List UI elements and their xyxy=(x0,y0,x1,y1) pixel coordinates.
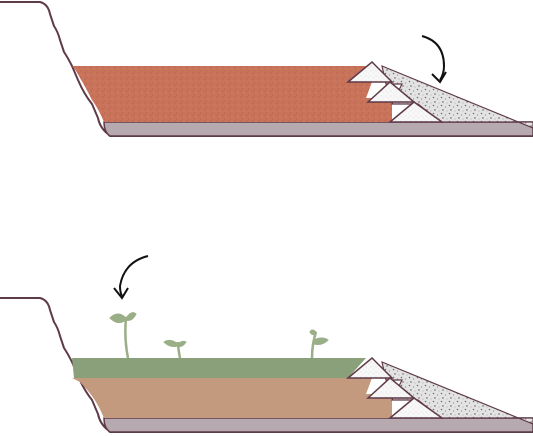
dam-step-3-bottom xyxy=(387,397,445,419)
dam-step-1 xyxy=(345,60,394,83)
dam-step-2-bottom xyxy=(366,377,417,399)
restored-soil-layer xyxy=(72,378,392,418)
cliff-outline-bottom xyxy=(0,297,533,433)
exposed-soil-layer xyxy=(72,66,392,122)
curved-arrow-icon xyxy=(421,35,447,84)
sprout-icon xyxy=(163,339,187,359)
bedrock-layer-bottom xyxy=(103,417,533,433)
bedrock-layer xyxy=(103,121,533,137)
sprout-icon xyxy=(109,312,137,359)
sprout-icon xyxy=(309,329,329,359)
cliff-outline xyxy=(0,1,533,137)
dam-step-3 xyxy=(387,101,445,123)
vegetation-strip xyxy=(72,358,366,378)
dam-step-1-bottom xyxy=(345,356,394,379)
dam-step-2 xyxy=(366,81,417,103)
curved-arrow-icon xyxy=(113,255,149,300)
after-restoration-panel xyxy=(0,255,533,433)
